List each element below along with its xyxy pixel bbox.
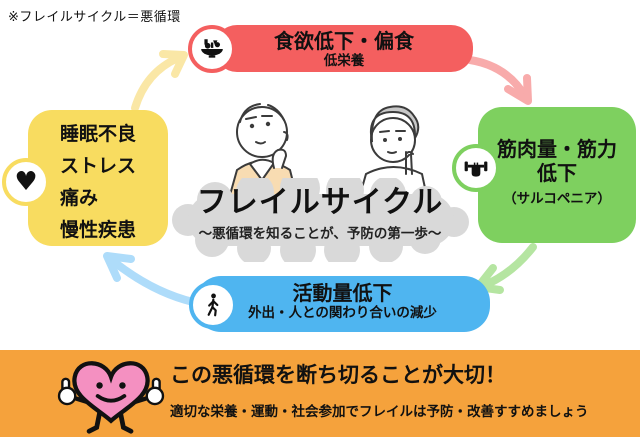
note-caption: ※フレイルサイクル＝悪循環 [8, 10, 181, 25]
activity-box: 活動量低下 外出・人との関わり合いの減少 [189, 276, 490, 332]
appetite-subtitle: 低栄養 [323, 53, 365, 69]
center-subtitle: ～悪循環を知ることが、予防の第一歩～ [198, 226, 442, 242]
arrow-appetite-to-muscle [466, 56, 532, 105]
muscle-title-line1: 筋肉量・筋力 [497, 137, 617, 161]
center-title: フレイルサイクル [196, 185, 444, 220]
cloud-shape [172, 178, 469, 262]
heart-glyph: ♥ [14, 167, 38, 197]
dumbbell-fist-icon [452, 144, 500, 192]
muscle-box: 筋肉量・筋力 低下 （サルコペニア） [452, 107, 636, 243]
factor-line: 睡眠不良 [60, 123, 137, 145]
appetite-title: 食欲低下・偏食 [274, 29, 414, 53]
rice-bowl-icon [188, 25, 236, 73]
banner-title: この悪循環を断ち切ることが大切！ [170, 363, 506, 387]
appetite-box: 食欲低下・偏食 低栄養 [188, 25, 473, 73]
activity-title: 活動量低下 [292, 281, 393, 305]
center-cloud: フレイルサイクル ～悪循環を知ることが、予防の第一歩～ [170, 178, 470, 262]
bottom-banner: この悪循環を断ち切ることが大切！ 適切な栄養・運動・社会参加でフレイルは予防・改… [0, 350, 640, 437]
factor-line: ストレス [60, 155, 137, 177]
cycle-arrows [103, 50, 537, 306]
factor-line: 痛み [60, 187, 99, 209]
heart-icon: ♥ [2, 158, 50, 206]
banner-subtitle: 適切な栄養・運動・社会参加でフレイルは予防・改善すすめましょう [170, 404, 589, 420]
arrow-activity-to-factors [103, 252, 197, 306]
muscle-title-line2: 低下 [537, 161, 577, 185]
factor-line: 慢性疾患 [60, 219, 137, 241]
heart-character [57, 361, 165, 434]
factors-box: ♥ 睡眠不良 ストレス 痛み 慢性疾患 [2, 110, 168, 246]
activity-subtitle: 外出・人との関わり合いの減少 [248, 305, 437, 321]
arrow-factors-to-appetite [131, 50, 188, 112]
muscle-subtitle: （サルコペニア） [503, 191, 611, 207]
walking-person-icon [189, 281, 237, 329]
